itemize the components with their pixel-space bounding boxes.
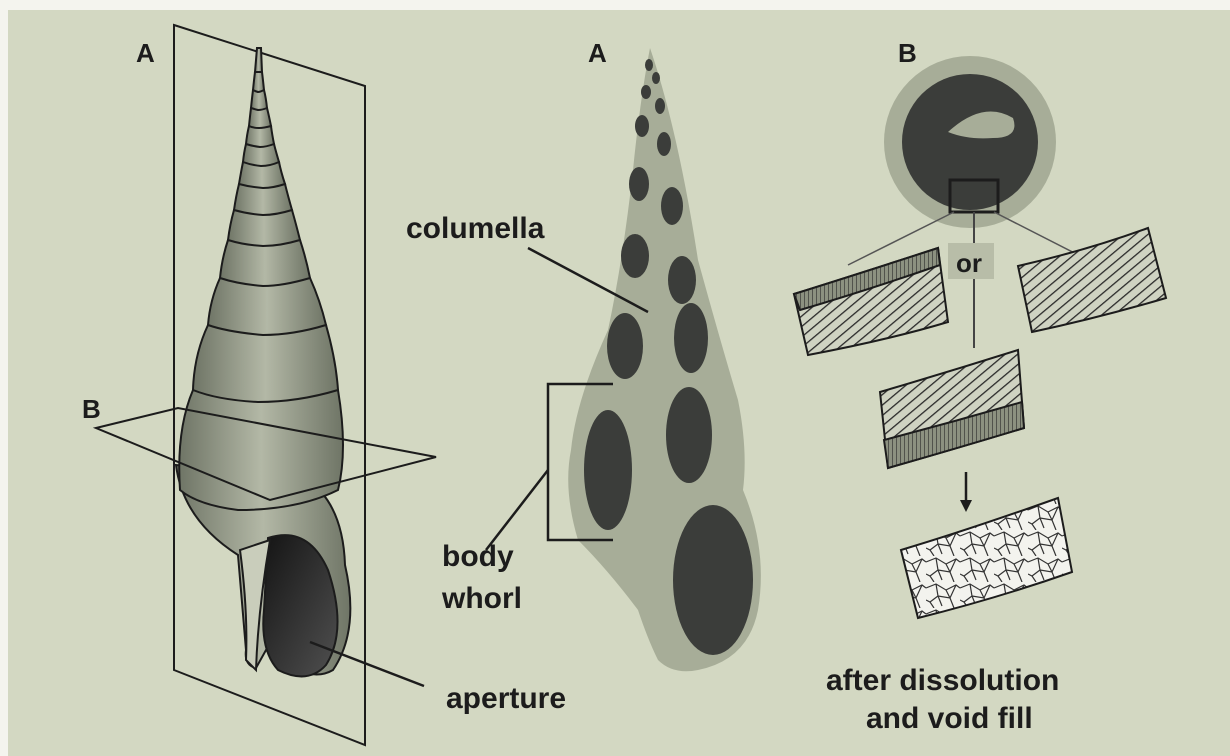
label-section-a: A xyxy=(588,38,607,68)
diagram-canvas: A B aperture A columella xyxy=(8,10,1230,756)
wall-fragment-middle xyxy=(880,350,1024,468)
shell-3d-view: A B aperture xyxy=(82,25,566,745)
wall-fragment-void-fill xyxy=(901,498,1072,618)
cross-section-panel: or B after dissolution and void fill xyxy=(794,38,1166,735)
shell-body xyxy=(176,48,350,676)
label-after-dissolution: after dissolution xyxy=(826,664,1059,697)
wall-fragment-left xyxy=(794,248,948,355)
label-plane-a: A xyxy=(136,38,155,68)
label-section-b: B xyxy=(898,38,917,68)
shell-diagram: A B aperture A columella xyxy=(8,10,1230,756)
label-body-whorl-2: whorl xyxy=(441,582,522,615)
label-plane-b: B xyxy=(82,394,101,424)
label-aperture: aperture xyxy=(446,682,566,715)
label-body-whorl-1: body xyxy=(442,540,514,573)
label-or: or xyxy=(956,248,982,278)
wall-fragment-right xyxy=(1018,228,1166,332)
longitudinal-section: A columella body whorl xyxy=(406,38,761,671)
label-columella: columella xyxy=(406,212,545,245)
label-void-fill: and void fill xyxy=(866,702,1033,735)
